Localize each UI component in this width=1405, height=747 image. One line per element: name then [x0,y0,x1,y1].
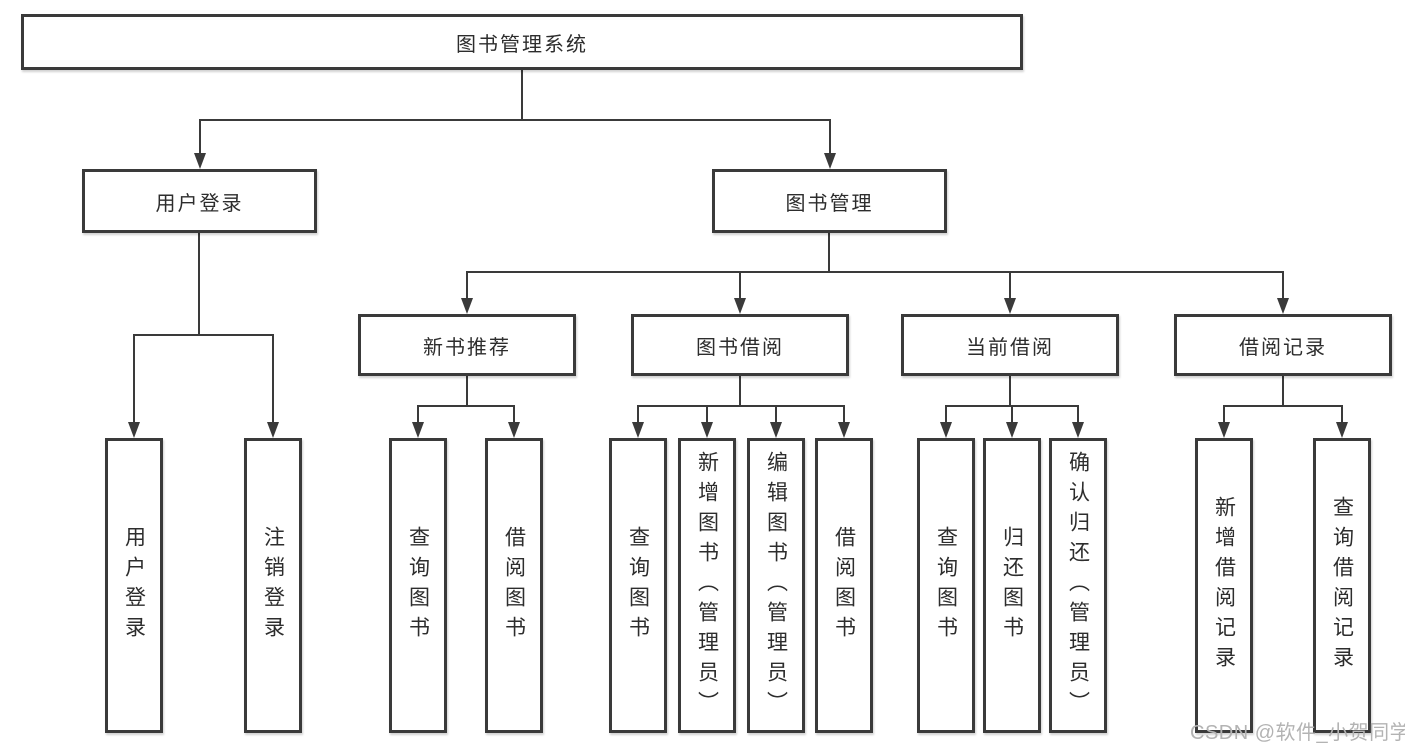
node-current-borrowing: 当前借阅 [901,314,1119,376]
node-borrowing-records: 借阅记录 [1174,314,1392,376]
connector-leaf-drop [417,405,419,423]
node-label: 借阅图书 [502,525,526,646]
arrowhead-down [824,153,836,169]
connector-leaf-drop [513,405,515,423]
arrowhead-down [194,153,206,169]
node-book-borrowing: 图书借阅 [631,314,849,376]
connector-leaf-drop [1011,405,1013,423]
leaf-confirm-return-admin: 确认归还（管理员） [1049,438,1107,733]
node-label: 查询图书 [626,525,650,646]
node-label: 用户登录 [155,192,244,215]
node-label: 查询图书 [406,525,430,646]
connector-leaf-drop [133,334,135,424]
node-library-system: 图书管理系统 [21,14,1023,70]
node-label: 图书管理系统 [456,33,588,56]
leaf-borrow-books: 借阅图书 [485,438,543,733]
connector-leaf-drop [945,405,947,423]
node-label: 新增借阅记录 [1212,495,1236,676]
arrowhead-down [1072,422,1084,438]
connector-user-login-drop [199,119,201,155]
node-book-management: 图书管理 [712,169,947,233]
connector-book-mgmt-drop [829,119,831,155]
node-label: 借阅记录 [1239,336,1327,359]
connector-group-split [1223,405,1343,407]
node-label: 新书推荐 [423,336,511,359]
connector-root-stub [521,70,523,120]
arrowhead-down [1006,422,1018,438]
watermark-text: CSDN @软件_小贺同学 [1190,722,1405,744]
arrowhead-down [461,298,473,314]
leaf-add-borrow-record: 新增借阅记录 [1195,438,1253,733]
node-label: 注销登录 [261,525,285,646]
arrowhead-down [508,422,520,438]
arrowhead-down [940,422,952,438]
leaf-query-books: 查询图书 [609,438,667,733]
arrowhead-down [770,422,782,438]
arrowhead-down [1218,422,1230,438]
connector-leaf-drop [843,405,845,423]
node-new-book-recommendation: 新书推荐 [358,314,576,376]
arrowhead-down [1004,298,1016,314]
arrowhead-down [412,422,424,438]
connector-l3-drop [1009,271,1011,300]
leaf-query-books: 查询图书 [389,438,447,733]
connector-leaf-drop [706,405,708,423]
arrowhead-down [128,422,140,438]
arrowhead-down [734,298,746,314]
connector-l3-drop [1282,271,1284,300]
node-label: 归还图书 [1000,525,1024,646]
arrowhead-down [267,422,279,438]
leaf-query-borrow-record: 查询借阅记录 [1313,438,1371,733]
node-label: 借阅图书 [832,525,856,646]
arrowhead-down [701,422,713,438]
connector-leaf-drop [1077,405,1079,423]
leaf-add-book-admin: 新增图书（管理员） [678,438,736,733]
node-label: 编辑图书（管理员） [764,450,788,721]
node-user-login: 用户登录 [82,169,317,233]
node-label: 确认归还（管理员） [1066,450,1090,721]
connector-leaf-drop [775,405,777,423]
arrowhead-down [1336,422,1348,438]
leaf-borrow-books: 借阅图书 [815,438,873,733]
connector-parent-stub [739,375,741,407]
connector-parent-stub [466,375,468,407]
connector-user-login-split [133,334,274,336]
connector-group-split [637,405,845,407]
connector-leaf-drop [1223,405,1225,423]
connector-group-split [417,405,515,407]
connector-l3-drop [739,271,741,300]
connector-parent-stub [1009,375,1011,407]
leaf-user-login: 用户登录 [105,438,163,733]
node-label: 新增图书（管理员） [695,450,719,721]
connector-parent-stub [1282,375,1284,407]
connector-leaf-drop [272,334,274,424]
node-label: 查询借阅记录 [1330,495,1354,676]
arrowhead-down [838,422,850,438]
node-label: 图书借阅 [696,336,784,359]
node-label: 图书管理 [785,192,874,215]
connector-l3-drop [466,271,468,300]
connector-book-mgmt-stub [828,233,830,273]
connector-leaf-drop [1341,405,1343,423]
leaf-logout: 注销登录 [244,438,302,733]
connector-leaf-drop [637,405,639,423]
arrowhead-down [632,422,644,438]
connector-user-login-stub [198,233,200,336]
connector-level2-split [199,119,831,121]
connector-level3-split [466,271,1284,273]
leaf-query-books: 查询图书 [917,438,975,733]
node-label: 当前借阅 [966,336,1054,359]
node-label: 用户登录 [122,525,146,646]
node-label: 查询图书 [934,525,958,646]
leaf-return-books: 归还图书 [983,438,1041,733]
arrowhead-down [1277,298,1289,314]
leaf-edit-book-admin: 编辑图书（管理员） [747,438,805,733]
